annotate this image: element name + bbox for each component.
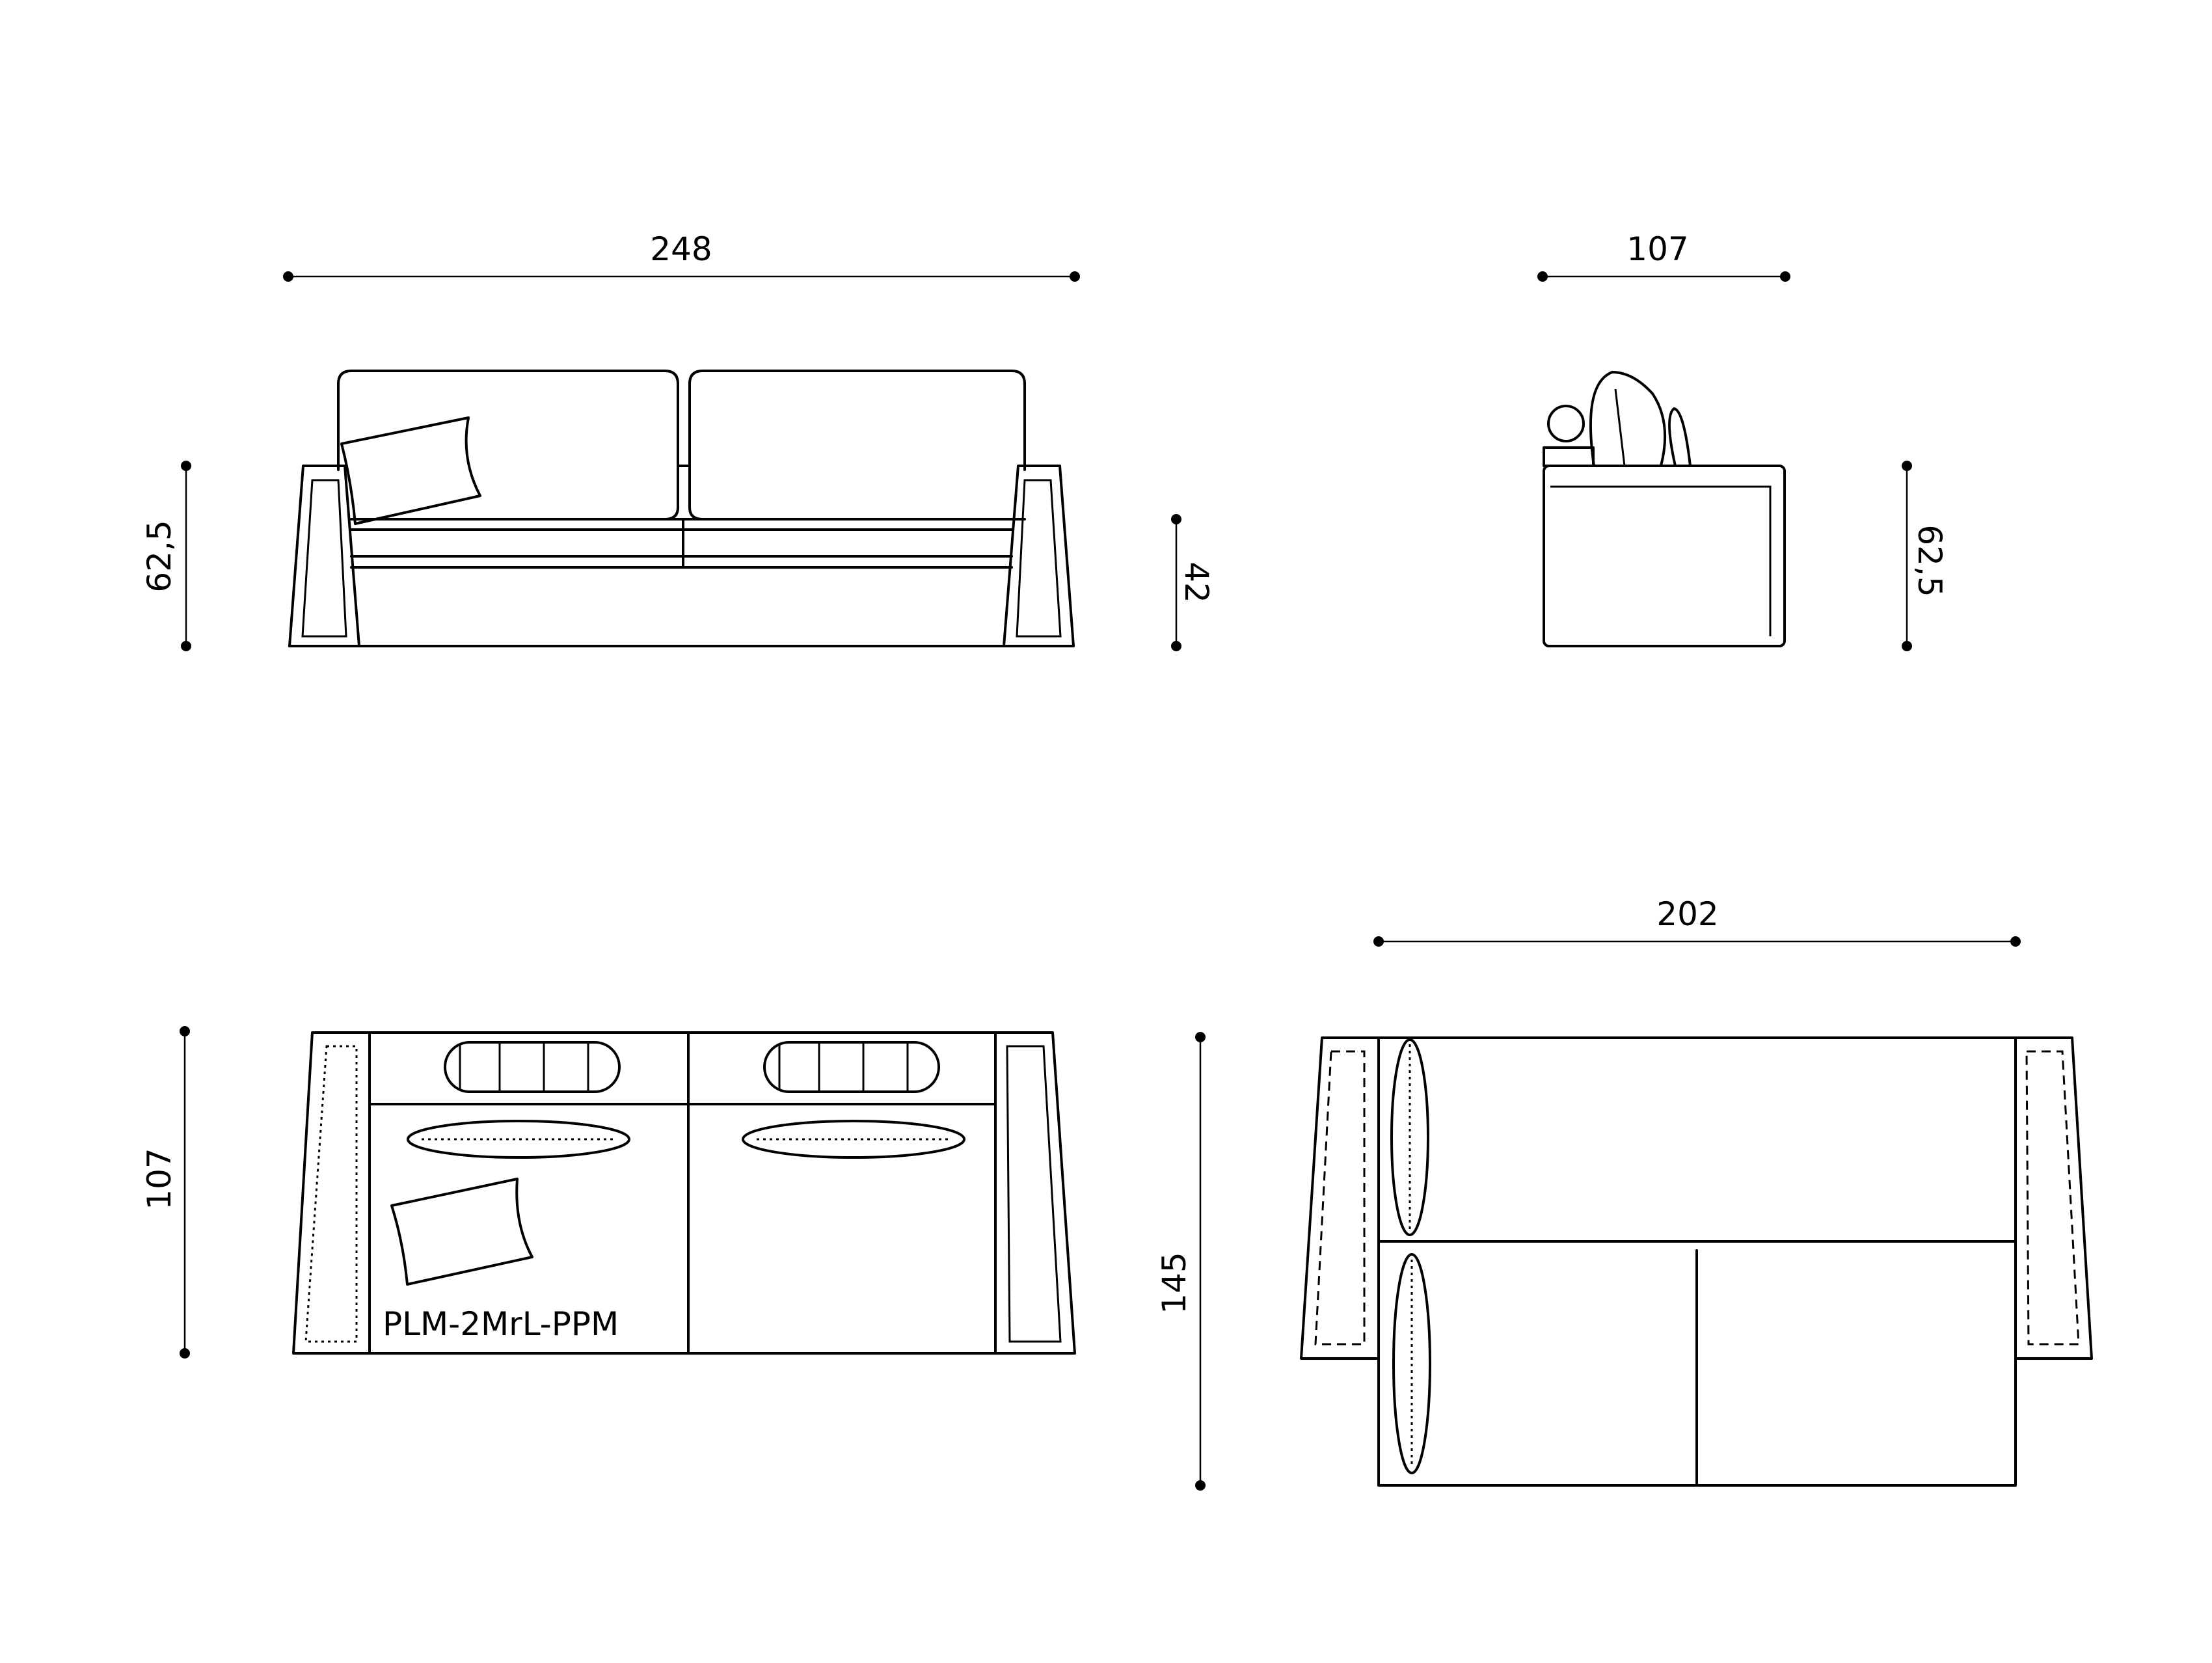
- bed-view: 202 145: [1155, 895, 2093, 1491]
- dimension-side-depth: 107: [1537, 230, 1790, 282]
- dimension-bed-length: 145: [1155, 1032, 1206, 1491]
- seat-height-label: 42: [1178, 561, 1215, 603]
- side-bolster: [1547, 405, 1585, 442]
- bed-cushion-lower: [1392, 1253, 1431, 1474]
- front-width-label: 248: [650, 230, 712, 268]
- dimension-side-height: 62,5: [1902, 461, 1949, 651]
- bed-arm-left: [1300, 1036, 1380, 1360]
- side-back-cushion: [1589, 371, 1667, 467]
- bed-back-section: [1377, 1036, 2017, 1243]
- top-outline: [292, 1031, 1076, 1355]
- bed-length-label: 145: [1155, 1252, 1193, 1314]
- dimension-seat-height: 42: [1171, 514, 1215, 651]
- side-view: 107 62,5: [1537, 230, 1949, 651]
- dimension-bed-width: 202: [1373, 895, 2021, 947]
- top-pillow: [390, 1178, 533, 1286]
- dimension-front-height: 62,5: [141, 461, 191, 651]
- top-bolster-left: [444, 1041, 621, 1093]
- dimension-top-depth: 107: [141, 1026, 190, 1359]
- dimension-front-width: 248: [283, 230, 1080, 282]
- front-arm-right: [1003, 465, 1075, 647]
- back-cushion-right: [688, 370, 1026, 521]
- front-height-label: 62,5: [141, 520, 178, 592]
- side-depth-label: 107: [1626, 230, 1688, 268]
- front-view: 248 62,5 42: [141, 230, 1215, 651]
- top-depth-label: 107: [141, 1148, 178, 1210]
- front-arm-left: [288, 465, 360, 647]
- back-cushion-left: [337, 370, 679, 521]
- model-code: PLM-2MrL-PPM: [383, 1305, 619, 1343]
- top-oval-cushion-left: [407, 1120, 630, 1159]
- top-view: 107: [141, 1026, 1076, 1359]
- bed-cushion-upper: [1390, 1038, 1429, 1236]
- side-height-label: 62,5: [1911, 524, 1949, 597]
- top-bolster-right: [763, 1041, 940, 1093]
- side-pillow: [1668, 407, 1692, 467]
- front-pillow: [340, 416, 481, 525]
- bed-width-label: 202: [1656, 895, 1718, 933]
- side-arm: [1543, 465, 1786, 647]
- top-oval-cushion-right: [742, 1120, 965, 1159]
